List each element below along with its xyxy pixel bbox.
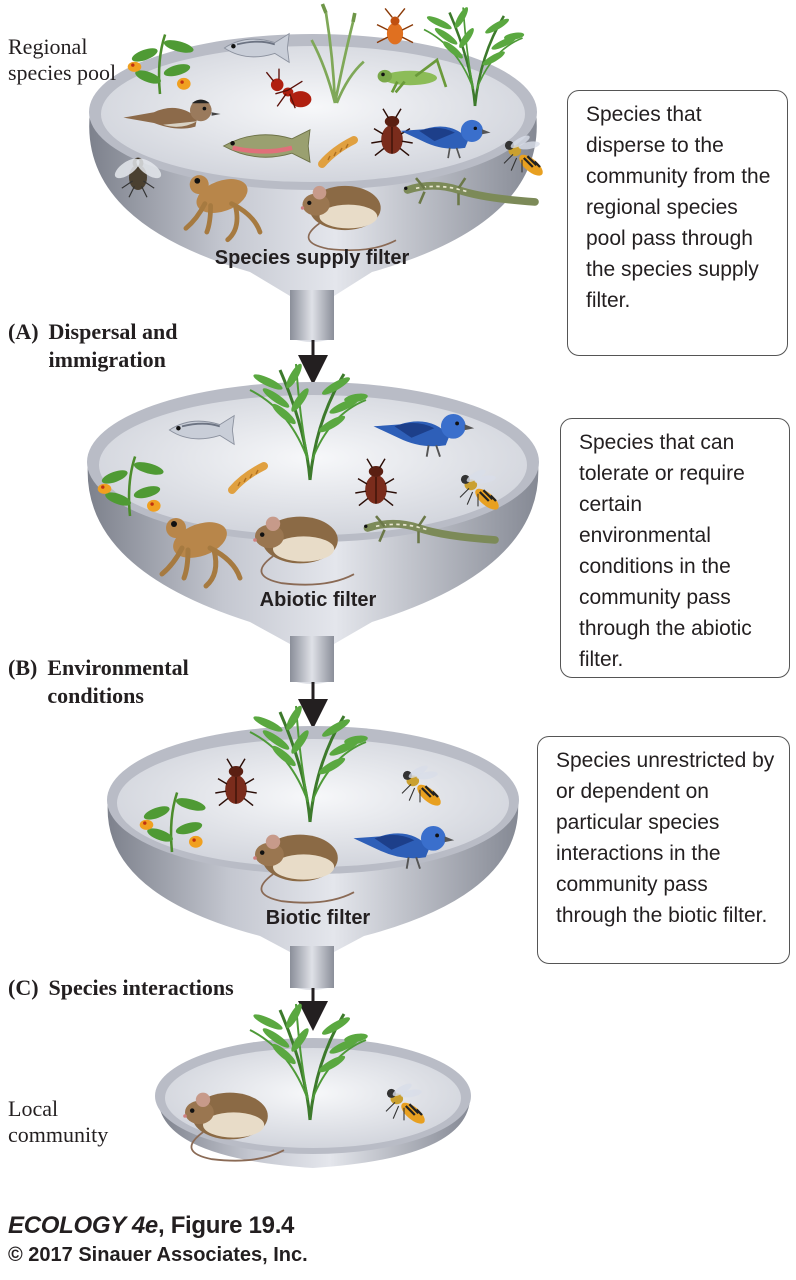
step-a: (A) Dispersal and immigration: [8, 318, 239, 374]
copyright: © 2017 Sinauer Associates, Inc.: [8, 1244, 308, 1266]
step-a-letter: (A): [8, 319, 39, 344]
callout-biotic-filter: Species unrestricted by or dependent on …: [537, 736, 790, 964]
local-community-label: Local community: [8, 1096, 109, 1147]
funnel-supply-label: Species supply filter: [215, 247, 410, 269]
callout-supply-filter: Species that disperse to the community f…: [567, 90, 788, 356]
funnel-abiotic-label: Abiotic filter: [260, 589, 377, 611]
figure-title-italic: ECOLOGY 4e: [8, 1212, 158, 1239]
local-community-dish: [155, 1000, 471, 1168]
step-c-letter: (C): [8, 975, 39, 1000]
figure-title-rest: , Figure 19.4: [157, 1212, 295, 1239]
callout-abiotic-filter: Species that can tolerate or require cer…: [560, 418, 790, 678]
step-c-text: Species interactions: [48, 975, 234, 1000]
funnel-biotic: [107, 702, 519, 990]
regional-species-pool-label: Regional species pool: [8, 34, 117, 85]
figure-title: ECOLOGY 4e, Figure 19.4: [8, 1212, 294, 1240]
funnel-abiotic: [87, 360, 539, 684]
step-a-text: Dispersal and immigration: [48, 319, 178, 372]
funnel-supply: [89, 2, 548, 342]
step-b: (B) Environmental conditions: [8, 654, 227, 710]
step-b-text: Environmental conditions: [47, 655, 189, 708]
funnel-biotic-label: Biotic filter: [266, 907, 371, 929]
step-b-letter: (B): [8, 655, 38, 680]
step-c: (C) Species interactions: [8, 974, 289, 1002]
